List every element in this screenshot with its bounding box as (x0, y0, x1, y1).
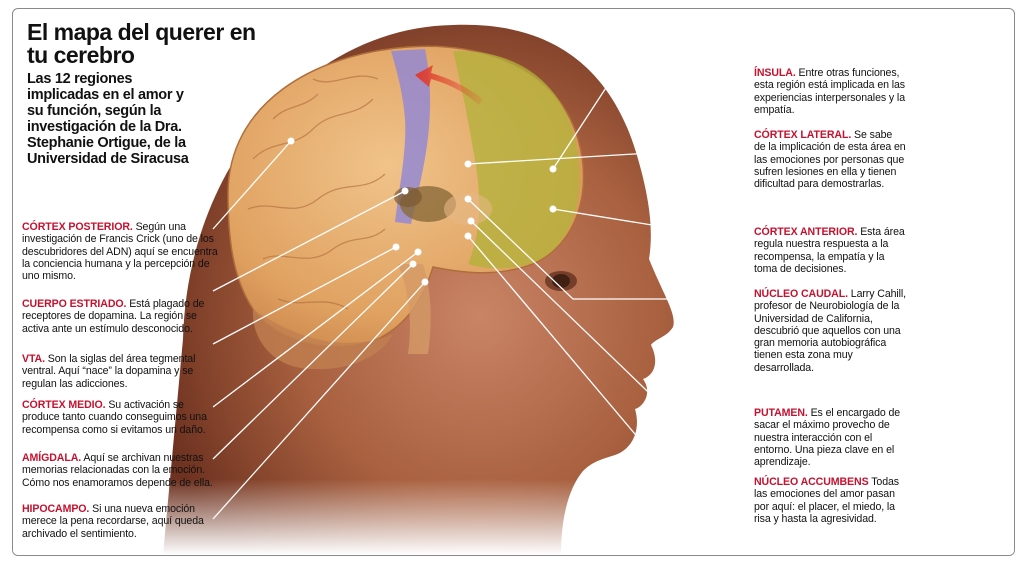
right-leader-lines (467, 76, 752, 492)
note-text: Esta área regula nuestra respuesta a la … (754, 226, 905, 275)
note-heading: HIPOCAMPO. (22, 503, 90, 515)
note-amigdala: AMÍGDALA. Aquí se archivan nuestras memo… (22, 452, 222, 489)
red-arrow (415, 65, 483, 105)
note-text: Es el encargado de sacar el máximo prove… (754, 407, 901, 469)
page-title: El mapa del querer en tu cerebro (27, 19, 256, 68)
note-hipocampo: HIPOCAMPO. Si una nueva emoción merece l… (22, 503, 222, 540)
note-text: Entre otras funciones, esta región está … (754, 67, 905, 116)
note-text: Según una investigación de Francis Crick… (22, 221, 218, 283)
note-text: Son la siglas del área tegmental ventral… (22, 353, 196, 390)
note-heading: CÓRTEX POSTERIOR. (22, 221, 133, 233)
note-text: Su activación se produce tanto cuando co… (22, 399, 207, 436)
note-heading: VTA. (22, 353, 45, 365)
note-heading: AMÍGDALA. (22, 452, 82, 464)
note-heading: CÓRTEX ANTERIOR. (754, 226, 858, 238)
note-nucleo-caudal: NÚCLEO CAUDAL. Larry Cahill, profesor de… (754, 288, 906, 374)
note-text: Si una nueva emoción merece la pena reco… (22, 503, 204, 540)
note-cortex-lateral: CÓRTEX LATERAL. Se sabe de la implicació… (754, 129, 906, 190)
note-heading: PUTAMEN. (754, 407, 808, 419)
region-dots (287, 137, 557, 286)
note-cortex-posterior: CÓRTEX POSTERIOR. Según una investigació… (22, 221, 222, 282)
note-text: Está plagado de receptores de dopamina. … (22, 298, 205, 335)
infographic-frame: El mapa del querer en tu cerebro Las 12 … (12, 8, 1015, 556)
note-text: Larry Cahill, profesor de Neurobiología … (754, 288, 907, 374)
page-subtitle: Las 12 regiones implicadas en el amor y … (27, 71, 189, 167)
note-nucleo-accumbens: NÚCLEO ACCUMBENS Todas las emociones del… (754, 476, 906, 525)
note-vta: VTA. Son la siglas del área tegmental ve… (22, 353, 222, 390)
note-cortex-anterior: CÓRTEX ANTERIOR. Esta área regula nuestr… (754, 226, 906, 275)
note-insula: ÍNSULA. Entre otras funciones, esta regi… (754, 67, 906, 116)
note-cuerpo-estriado: CUERPO ESTRIADO. Está plagado de recepto… (22, 298, 222, 335)
note-heading: NÚCLEO CAUDAL. (754, 288, 848, 300)
cerebellum-shape (252, 309, 393, 370)
note-cortex-medio: CÓRTEX MEDIO. Su activación se produce t… (22, 399, 222, 436)
left-leader-lines (212, 140, 426, 520)
note-text: Se sabe de la implicación de esta área e… (754, 129, 906, 191)
note-text: Aquí se archivan nuestras memorias relac… (22, 452, 213, 489)
note-heading: CÓRTEX MEDIO. (22, 399, 106, 411)
note-heading: CUERPO ESTRIADO. (22, 298, 127, 310)
brainstem-shape (398, 264, 431, 354)
note-heading: NÚCLEO ACCUMBENS (754, 476, 869, 488)
note-heading: CÓRTEX LATERAL. (754, 129, 852, 141)
head-brain-illustration (13, 24, 1014, 555)
note-text: Todas las emociones del amor pasan por a… (754, 476, 899, 525)
note-heading: ÍNSULA. (754, 67, 796, 79)
blue-highlight (391, 49, 431, 224)
note-putamen: PUTAMEN. Es el encargado de sacar el máx… (754, 407, 906, 468)
